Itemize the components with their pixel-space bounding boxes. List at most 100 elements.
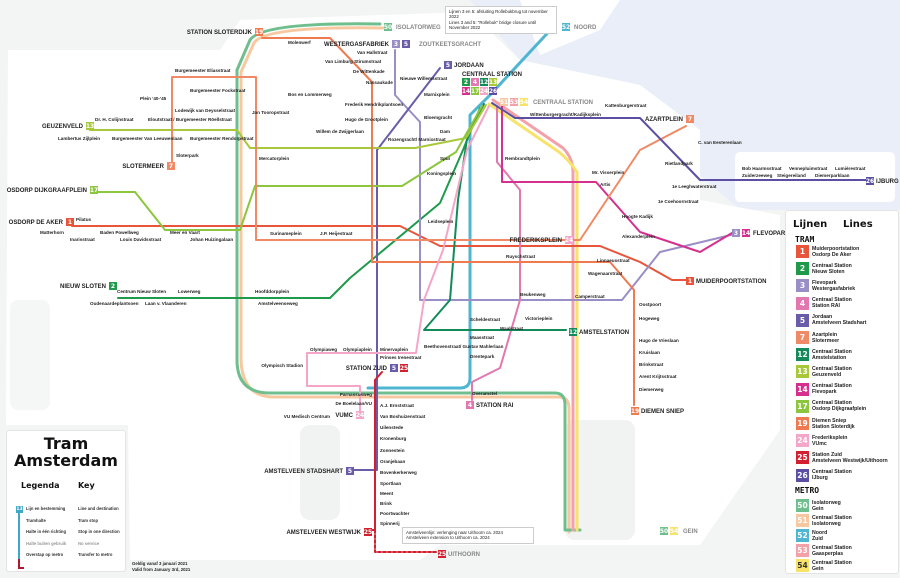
station-label[interactable]: Hoogte Kadijk <box>622 214 653 219</box>
station-label[interactable]: Laan v. Vlaanderen <box>145 301 187 306</box>
terminal-zoutkeetsgracht[interactable]: ZOUTKEETSGRACHT <box>419 42 481 48</box>
tram-line-4[interactable] <box>471 105 521 401</box>
station-label[interactable]: Wagenaarstraat <box>588 271 623 276</box>
station-label[interactable]: Sloterpark <box>176 153 199 158</box>
station-label[interactable]: Kronenburg <box>380 436 406 441</box>
station-label[interactable]: Prinses Irenestraat <box>380 355 422 360</box>
station-label[interactable]: Spui <box>440 156 450 161</box>
tram-line-25-extension[interactable] <box>374 529 438 553</box>
station-label[interactable]: Victorieplein <box>525 316 553 321</box>
station-label[interactable]: C. van Eesterenlaan <box>698 140 742 145</box>
station-label[interactable]: Matterhorn <box>40 230 64 235</box>
station-label[interactable]: 1e Coehoornstraat <box>658 199 699 204</box>
metro-line-50[interactable] <box>235 22 582 532</box>
station-label[interactable]: Oostpoort <box>639 302 662 307</box>
station-label[interactable]: Hogeweg <box>639 316 660 321</box>
station-label[interactable]: Olympisch Stadion <box>261 363 303 368</box>
station-label[interactable]: Meent <box>380 491 394 496</box>
tram-line-1[interactable] <box>71 225 689 281</box>
station-label[interactable]: Overamstel <box>472 391 497 396</box>
station-label[interactable]: De Boelelaan/VU <box>335 401 372 406</box>
station-label[interactable]: Van Hallstraat <box>357 50 388 55</box>
station-label[interactable]: Nassaukade <box>366 80 393 85</box>
station-label[interactable]: Brink <box>380 501 392 506</box>
station-label[interactable]: Burgemeester Van Leeuwenlaan <box>112 136 183 141</box>
station-label[interactable]: Diemerweg <box>639 387 664 392</box>
tram-line-13[interactable] <box>89 104 487 149</box>
station-label[interactable]: Surinameplein <box>270 231 302 236</box>
station-label[interactable]: Scheldestraat <box>470 317 501 322</box>
station-label[interactable]: Dr. H. Colijnstraat <box>95 117 134 122</box>
station-label[interactable]: Bloemgracht <box>424 115 453 120</box>
station-label[interactable]: Uilenstede <box>380 425 404 430</box>
station-label[interactable]: Burgemeester Rendorpstraat <box>190 136 254 141</box>
station-label[interactable]: Zuiderzeeweg <box>742 173 773 178</box>
station-label[interactable]: De Wittenkade <box>353 69 385 74</box>
station-label[interactable]: Zonnestein <box>380 448 405 453</box>
tram-line-24[interactable] <box>306 105 490 413</box>
station-label[interactable]: Jan Tooropstraat <box>252 110 290 115</box>
station-label[interactable]: Alexanderplein <box>622 234 655 239</box>
station-label[interactable]: Johan Huizingalaan <box>190 237 233 242</box>
station-label[interactable]: Beethovenstraat/ Gustav Mahlerlaan <box>424 344 504 349</box>
station-label[interactable]: Centrum Nieuw Sloten <box>117 289 166 294</box>
station-label[interactable]: Kruislaan <box>639 350 660 355</box>
station-label[interactable]: Olympiaplein <box>343 347 372 352</box>
station-label[interactable]: Bovenkerkerweg <box>380 470 417 475</box>
station-label[interactable]: Leidseplein <box>428 219 453 224</box>
station-label[interactable]: Minervaplein <box>380 347 408 352</box>
station-label[interactable]: Linnaeusstraat <box>597 258 630 263</box>
station-label[interactable]: Willem de Zwijgerlaan <box>316 129 364 134</box>
station-label[interactable]: Oranjebaan <box>380 459 405 464</box>
station-label[interactable]: Hugo de Vrieslaan <box>639 338 679 343</box>
metro-line-54[interactable] <box>487 102 579 532</box>
tram-line-17[interactable] <box>93 105 483 231</box>
station-label[interactable]: Sportlaan <box>380 481 401 486</box>
station-label[interactable]: Bos en Lommerweg <box>288 92 332 97</box>
station-label[interactable]: Waalstraat <box>500 326 524 331</box>
station-label[interactable]: Frederik Hendrikplantsoen <box>345 102 403 107</box>
station-label[interactable]: Baden Powellweg <box>100 230 139 235</box>
station-label[interactable]: Steigereiland <box>777 173 806 178</box>
station-label[interactable]: Louis Davidsstraat <box>120 237 162 242</box>
station-label[interactable]: Mr. Visserplein <box>592 170 625 175</box>
station-label[interactable]: Oudenaardeplantsoen <box>90 301 139 306</box>
station-label[interactable]: Marnixplein <box>424 92 450 97</box>
